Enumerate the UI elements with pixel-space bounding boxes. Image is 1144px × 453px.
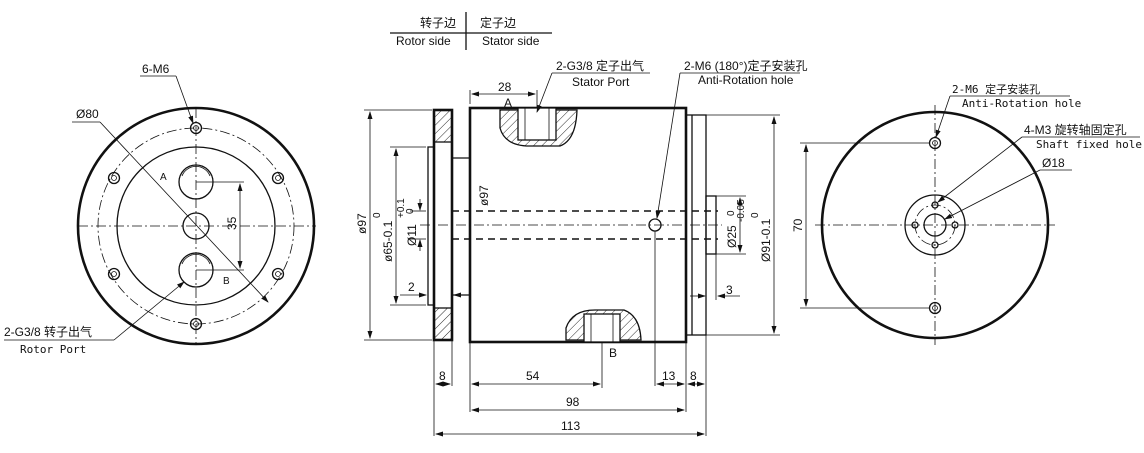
dim-phi11-tol0: 0 — [405, 208, 416, 214]
stator-port-en: Stator Port — [572, 75, 630, 89]
stator-port-cn: 2-G3/8 定子出气 — [556, 58, 644, 73]
dim-phi97-inner: ø97 — [477, 185, 491, 206]
dim-113: 113 — [561, 419, 580, 433]
dim-phi18: Ø18 — [1042, 156, 1065, 170]
anti-rotation-cn: 2-M6 (180°)定子安装孔 — [684, 58, 808, 73]
dim-28: 28 — [498, 80, 512, 94]
section-label-b: B — [609, 346, 617, 360]
dim-phi97-outer: ø97 — [355, 213, 369, 234]
dim-70: 70 — [791, 218, 805, 232]
dim-phi91: Ø91-0.1 — [759, 218, 773, 262]
anti-rotation-en: Anti-Rotation hole — [698, 73, 794, 87]
dim-8-left: 8 — [439, 369, 446, 383]
bolt-holes — [107, 121, 285, 331]
left-end-view: A B 35 Ø80 6-M6 2-G3/8 转子出气 Rotor Port — [4, 62, 316, 356]
shaft-holes-cn: 4-M3 旋转轴固定孔 — [1024, 122, 1127, 137]
stator-hole-bottom — [928, 301, 942, 315]
dim-3: 3 — [726, 283, 733, 297]
dim-phi25: Ø25 — [725, 225, 739, 248]
port-a-label: A — [160, 172, 167, 183]
shaft-holes-en: Shaft fixed hole — [1036, 138, 1142, 151]
stator-holes-cn: 2-M6 定子安装孔 — [952, 82, 1040, 96]
dim-phi25-tol0: 0 — [726, 210, 737, 216]
stator-side-cn: 定子边 — [480, 15, 516, 30]
stator-holes-en: Anti-Rotation hole — [962, 97, 1081, 110]
rotor-side-en: Rotor side — [396, 34, 451, 48]
dim-phi65-upper: 0 — [372, 212, 383, 218]
rotor-port-en: Rotor Port — [20, 343, 86, 356]
port-b-label: B — [223, 276, 230, 287]
dim-phi91-upper: 0 — [750, 212, 761, 218]
stator-hole-top — [928, 136, 942, 150]
dim-2: 2 — [408, 280, 415, 294]
offset-35-dim: 35 — [225, 216, 239, 230]
dim-8-right: 8 — [690, 369, 697, 383]
section-label-a: A — [504, 96, 512, 110]
dim-phi11-tol: +0.1 — [396, 198, 407, 218]
dim-phi25-tol: -0.05 — [736, 199, 747, 222]
dim-phi11: Ø11 — [405, 224, 419, 246]
diameter-80-label: Ø80 — [76, 107, 99, 121]
dim-54: 54 — [526, 369, 540, 383]
holes-6-m6-label: 6-M6 — [142, 62, 170, 76]
side-header: 转子边 Rotor side 定子边 Stator side — [390, 12, 552, 50]
dim-13: 13 — [662, 369, 676, 383]
rotor-side-cn: 转子边 — [420, 15, 456, 30]
rotor-port-cn: 2-G3/8 转子出气 — [4, 324, 92, 339]
side-section-view: A B 28 2-G3/8 定子出气 Stator Port 2-M6 (180… — [355, 58, 808, 437]
dim-phi65: ø65-0.1 — [381, 220, 395, 262]
stator-side-en: Stator side — [482, 34, 540, 48]
right-end-view: 70 2-M6 定子安装孔 Anti-Rotation hole 4-M3 旋转… — [791, 82, 1142, 345]
dim-98: 98 — [566, 395, 580, 409]
